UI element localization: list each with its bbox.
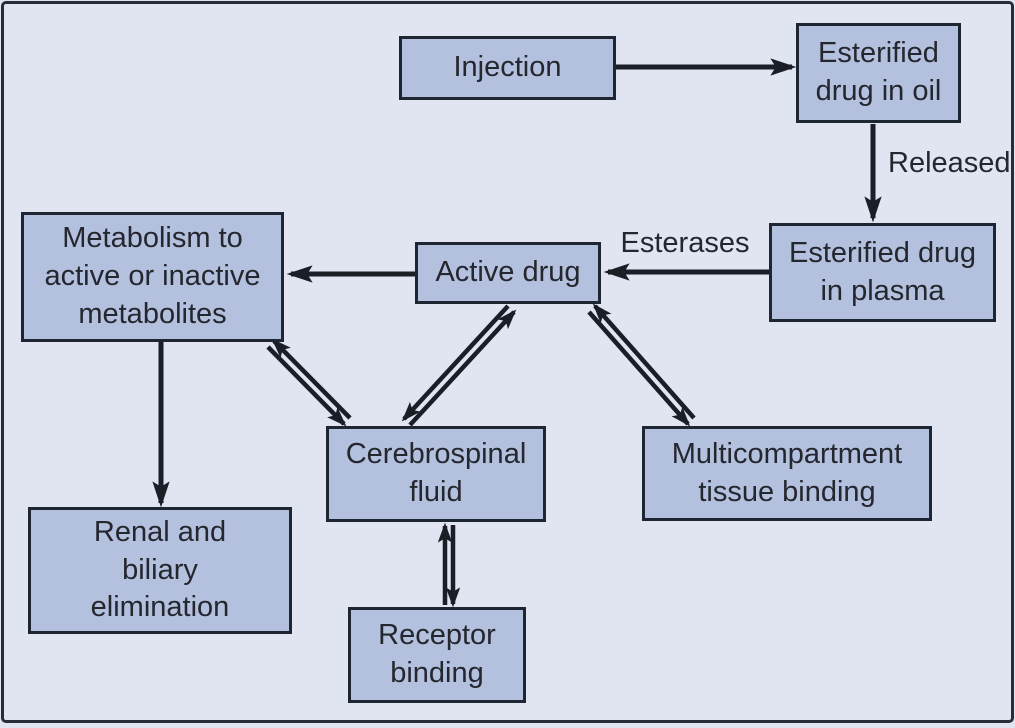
double-arrow-active-multicompartment	[587, 303, 696, 427]
node-esterified-drug-in-plasma: Esterified drug in plasma	[769, 223, 996, 322]
double-arrow-metabolism-csf	[266, 338, 352, 427]
double-arrow-csf-receptor	[437, 522, 461, 608]
node-cerebrospinal-fluid: Cerebrospinal fluid	[326, 426, 546, 522]
node-injection: Injection	[399, 36, 616, 100]
double-arrow-active-csf	[401, 304, 517, 427]
label-esterases: Esterases	[620, 227, 750, 259]
node-renal-biliary-elimination: Renal and biliary elimination	[28, 507, 292, 634]
label-released: Released	[888, 147, 1011, 179]
node-esterified-drug-in-oil: Esterified drug in oil	[796, 23, 961, 123]
node-receptor-binding: Receptor binding	[348, 607, 526, 703]
node-metabolism: Metabolism to active or inactive metabol…	[21, 212, 284, 342]
node-active-drug: Active drug	[415, 242, 601, 304]
node-multicompartment-tissue-binding: Multicompartment tissue binding	[642, 426, 932, 521]
